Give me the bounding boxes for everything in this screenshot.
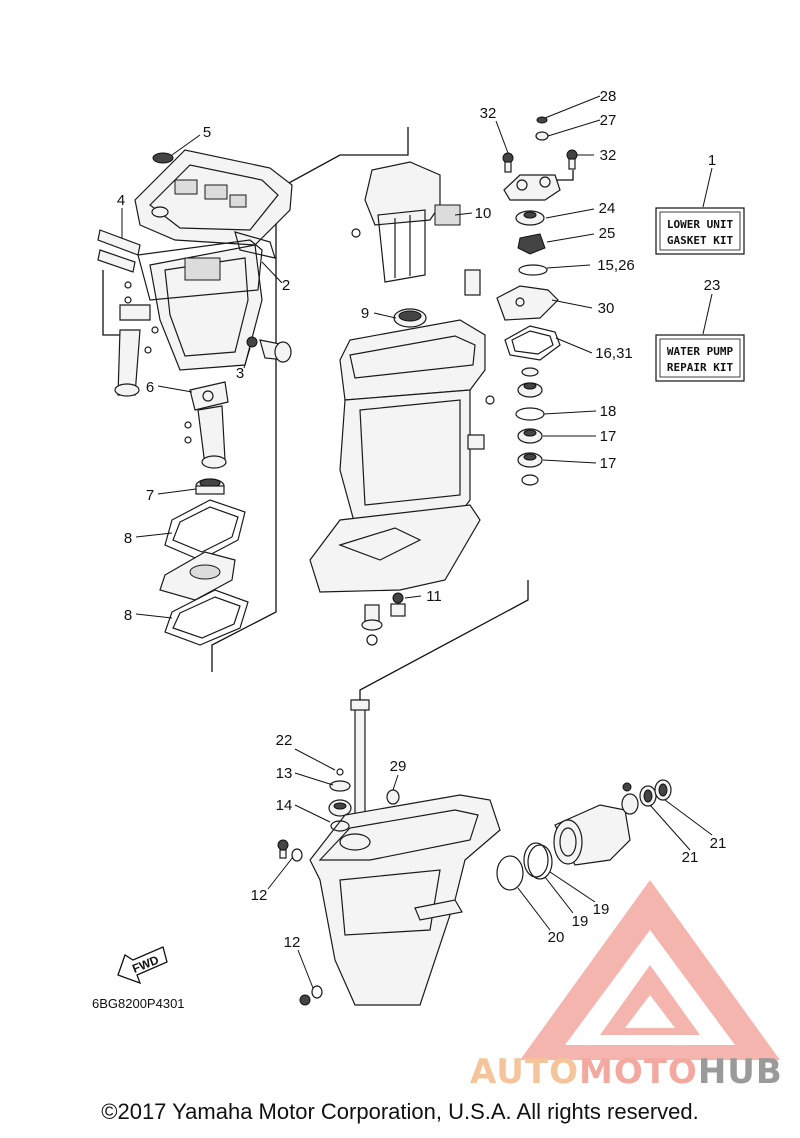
watermark-text: AUTOMOTOHUB xyxy=(470,1052,783,1092)
watermark-hub: HUB xyxy=(697,1052,783,1092)
callout-1: 1 xyxy=(708,152,716,169)
gasket-kit-line1: LOWER UNIT xyxy=(667,218,734,231)
lower-unit xyxy=(277,699,672,1006)
drive-shaft-housing xyxy=(309,161,495,593)
gaskets-item-8 xyxy=(159,499,249,646)
callout-21-right: 21 xyxy=(710,835,727,852)
seal-item-7 xyxy=(195,478,225,495)
callout-32-left: 32 xyxy=(480,105,497,122)
callout-4: 4 xyxy=(117,192,125,209)
leader-lines xyxy=(121,95,713,989)
callout-17-lower: 17 xyxy=(600,455,617,472)
upper-casing xyxy=(114,149,293,397)
callout-9: 9 xyxy=(361,305,369,322)
plate-item-4 xyxy=(97,229,159,354)
gasket-kit-line2: GASKET KIT xyxy=(667,234,734,247)
callout-6: 6 xyxy=(146,379,154,396)
callout-18: 18 xyxy=(600,403,617,420)
water-tube-item-6 xyxy=(184,381,229,469)
callout-13: 13 xyxy=(276,765,293,782)
callout-5: 5 xyxy=(203,124,211,141)
water-pump-kit-line1: WATER PUMP xyxy=(667,345,734,358)
callout-10: 10 xyxy=(475,205,492,222)
part-item-3 xyxy=(246,336,292,363)
water-pump-kit-box: WATER PUMP REPAIR KIT xyxy=(655,334,745,382)
grommet-item-11 xyxy=(361,592,406,646)
callout-20: 20 xyxy=(548,929,565,946)
copyright-notice: ©2017 Yamaha Motor Corporation, U.S.A. A… xyxy=(101,1099,699,1124)
callout-11: 11 xyxy=(426,588,442,605)
callout-30: 30 xyxy=(598,300,615,317)
callout-15-26: 15,26 xyxy=(597,257,635,274)
callout-16-31: 16,31 xyxy=(595,345,633,362)
callout-7: 7 xyxy=(146,487,154,504)
callout-32-right: 32 xyxy=(600,147,617,164)
callout-23: 23 xyxy=(704,277,721,294)
water-pump-kit-line2: REPAIR KIT xyxy=(667,361,734,374)
callout-2: 2 xyxy=(282,277,290,294)
callout-12-upper: 12 xyxy=(251,887,268,904)
fwd-arrow-icon: FWD xyxy=(117,946,168,985)
callout-24: 24 xyxy=(599,200,616,217)
callout-19-left: 19 xyxy=(572,913,589,930)
fwd-label: FWD xyxy=(130,953,161,976)
callout-21-left: 21 xyxy=(682,849,699,866)
callout-25: 25 xyxy=(599,225,616,242)
watermark-logo xyxy=(520,880,780,1060)
callout-8-lower: 8 xyxy=(124,607,132,624)
callout-29: 29 xyxy=(390,758,407,775)
callout-27: 27 xyxy=(600,112,617,129)
diagram-code: 6BG8200P4301 xyxy=(92,996,185,1011)
callout-17-upper: 17 xyxy=(600,428,617,445)
callout-28: 28 xyxy=(600,88,617,105)
gasket-kit-box: LOWER UNIT GASKET KIT xyxy=(655,207,745,255)
callout-19-right: 19 xyxy=(593,901,610,918)
callout-12-lower: 12 xyxy=(284,934,301,951)
watermark-moto: MOTO xyxy=(578,1052,698,1092)
callout-8-upper: 8 xyxy=(124,530,132,547)
watermark-auto: AUTO xyxy=(470,1052,579,1092)
callout-14: 14 xyxy=(276,797,293,814)
callout-numbers: 1 2 3 4 5 6 7 8 8 9 10 11 12 12 13 14 15… xyxy=(117,88,727,951)
callout-22: 22 xyxy=(276,732,293,749)
water-pump-assembly xyxy=(496,116,578,486)
callout-3: 3 xyxy=(236,365,244,382)
